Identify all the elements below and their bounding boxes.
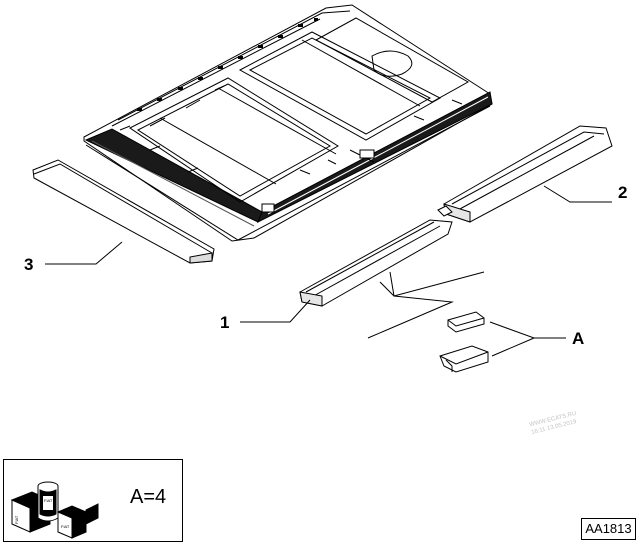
product-label-box: FIAT [61, 524, 70, 529]
clip-icon [439, 311, 489, 373]
watermark: WWW.ECATS.RU 16:11 13.05.2019 [529, 411, 578, 436]
reference-code: AA1813 [581, 518, 636, 540]
product-label-cube: FIAT [14, 515, 19, 524]
leader-lines [45, 185, 612, 357]
callout-3: 3 [24, 255, 33, 274]
callout-1: 1 [220, 313, 229, 332]
quantity-label: A=4 [130, 486, 167, 508]
legend-box: FIAT FIAT FIAT A=4 [3, 459, 183, 542]
roof-panel-drawing [83, 4, 493, 242]
callout-a: A [572, 329, 584, 348]
product-label-can: FIAT [44, 498, 53, 503]
front-seal-strip-3 [32, 159, 215, 264]
side-seal-strip-2 [437, 125, 613, 223]
mounting-guide-lines [367, 271, 485, 339]
callout-2: 2 [618, 183, 627, 202]
product-pack-icon: FIAT FIAT FIAT [10, 481, 99, 539]
side-seal-strip-1 [299, 219, 453, 307]
